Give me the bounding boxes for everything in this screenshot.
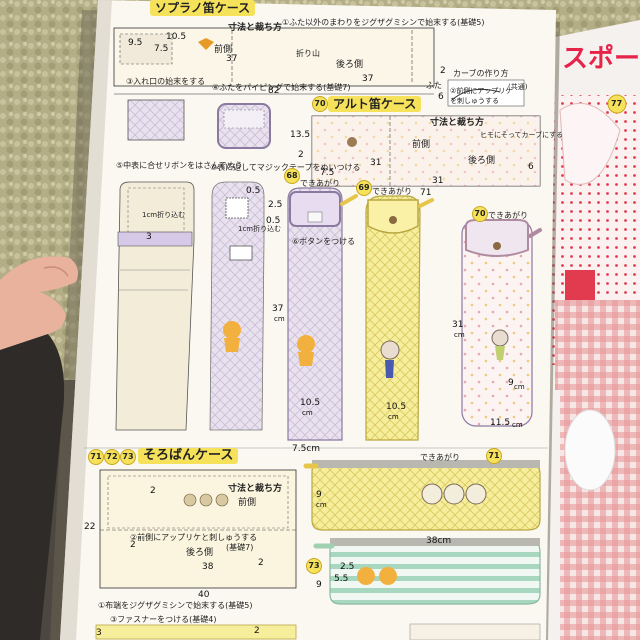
dim-2-5: 2.5 (268, 200, 283, 210)
soroban-step2: ②前側にアップリケと刺しゅうする (130, 533, 258, 542)
finished-label-70: できあがり (488, 211, 528, 220)
finished-badge-70: 70 (472, 206, 488, 222)
alto-curve-note: ヒモにそってカーブにする (480, 131, 564, 139)
finished-label-69: できあがり (372, 187, 412, 196)
soroban-front: 前側 (238, 498, 257, 508)
soroban-step3: ③ファスナーをつける(基礎4) (110, 615, 217, 624)
dim-40: 40 (198, 590, 210, 600)
dim-22: 22 (84, 522, 96, 532)
dim-9b-cm: cm (316, 501, 327, 509)
soprano-curve-note: (共通) (508, 83, 528, 91)
soroban-badge-73: 73 (120, 449, 136, 465)
soprano-curve: カーブの作り方 (453, 69, 509, 78)
soprano-step2b: を刺しゅうする (450, 97, 499, 105)
magazine-title: スポー (562, 44, 640, 74)
dim-2e: 2 (258, 558, 264, 568)
soroban-badge-71: 71 (88, 449, 104, 465)
step-6b: ⑥ボタンをつける (292, 237, 356, 246)
dim-10-5b-cm: cm (302, 409, 313, 417)
soroban-badge-72: 72 (104, 449, 120, 465)
dim-9b: 9 (316, 490, 322, 500)
soprano-cut-label: 寸法と裁ち方 (228, 23, 283, 33)
finished-badge-73: 73 (306, 558, 322, 574)
dim-71: 71 (420, 188, 432, 198)
dim-10-5c-cm: cm (388, 413, 399, 421)
soprano-step1: ①ふた以外のまわりをジグザグミシンで始末する(基礎5) (282, 18, 485, 27)
dim-6b: 6 (528, 162, 534, 172)
alto-back: 後ろ側 (468, 156, 496, 166)
dim-7-5c: 7.5cm (292, 444, 321, 454)
step-6: ⑥表に返してマジックテープをぬいつける (210, 163, 361, 172)
dim-37c: 37 (272, 304, 284, 314)
soprano-title: ソプラノ笛ケース (150, 0, 256, 16)
dim-9c: 9 (316, 580, 322, 590)
soroban-cut-label: 寸法と裁ち方 (228, 484, 283, 494)
soroban-back: 後ろ側 (186, 548, 214, 558)
soroban-step1: ①布端をジグザグミシンで始末する(基礎5) (98, 601, 253, 610)
alto-front: 前側 (412, 140, 431, 150)
alto-badge: 70 (312, 96, 328, 112)
dim-37b: 37 (362, 74, 374, 84)
dim-5-5: 5.5 (334, 574, 349, 584)
dim-10-5c: 10.5 (386, 402, 407, 412)
dim-11-5-cm: cm (512, 421, 523, 429)
dim-9a-cm: cm (514, 383, 525, 391)
finished-badge-69: 69 (356, 180, 372, 196)
soprano-back: 後ろ側 (336, 60, 364, 70)
fold-note-2: 1cm折り込む (238, 225, 282, 233)
dim-2d: 2 (130, 540, 136, 550)
dim-38a: 38 (202, 562, 214, 572)
dim-6a: 6 (438, 92, 444, 102)
dim-7-5: 7.5 (154, 44, 169, 54)
soprano-step2: ②前側にアップリケ (450, 87, 513, 95)
soroban-title: そろばんケース (138, 448, 239, 464)
dim-37a: 37 (226, 54, 238, 64)
dim-31a: 31 (370, 158, 382, 168)
dim-9-5: 9.5 (128, 38, 143, 48)
dim-3b: 3 (96, 628, 102, 638)
dim-0-5b: 0.5 (266, 216, 281, 226)
soroban-step2b: (基礎7) (226, 543, 254, 552)
alto-title: アルト笛ケース (328, 96, 422, 112)
soprano-lid: ふた (426, 81, 442, 90)
dim-9a: 9 (508, 378, 514, 388)
finished-label-68: できあがり (300, 179, 340, 188)
fold-note-1: 1cm折り込む (142, 211, 186, 219)
page-number: 77 (611, 99, 623, 108)
dim-2c: 2 (150, 486, 156, 496)
dim-3: 3 (146, 232, 152, 242)
dim-31c: 31 (452, 320, 464, 330)
dim-2-5b: 2.5 (340, 562, 355, 572)
dim-2a: 2 (440, 66, 446, 76)
step-5: ⑤中表に合せリボンをはさんでぬう (116, 161, 243, 170)
finished-badge-71: 71 (486, 448, 502, 464)
finished-badge-68: 68 (284, 168, 300, 184)
dim-10-5: 10.5 (166, 32, 187, 42)
dim-37c-cm: cm (274, 315, 285, 323)
dim-38b: 38cm (426, 536, 452, 546)
dim-31c-cm: cm (454, 331, 465, 339)
dim-2f: 2 (254, 626, 260, 636)
step-3: ③入れ口の始末をする (126, 77, 206, 86)
step-4: ④ふたをパイピングで始末する(基礎7) (212, 83, 351, 92)
dim-0-5a: 0.5 (246, 186, 261, 196)
dim-13-5: 13.5 (290, 130, 311, 140)
dim-82: 82 (268, 86, 280, 96)
dim-2b: 2 (298, 150, 304, 160)
soprano-front: 前側 (214, 45, 233, 55)
dim-7-5b: 7.5 (320, 168, 335, 178)
dim-10-5b: 10.5 (300, 398, 321, 408)
soprano-fold: 折り山 (296, 49, 320, 58)
dim-31b: 31 (432, 176, 444, 186)
finished-label-71: できあがり (420, 453, 460, 462)
dim-11-5: 11.5 (490, 418, 511, 428)
alto-cut-label: 寸法と裁ち方 (430, 118, 485, 128)
